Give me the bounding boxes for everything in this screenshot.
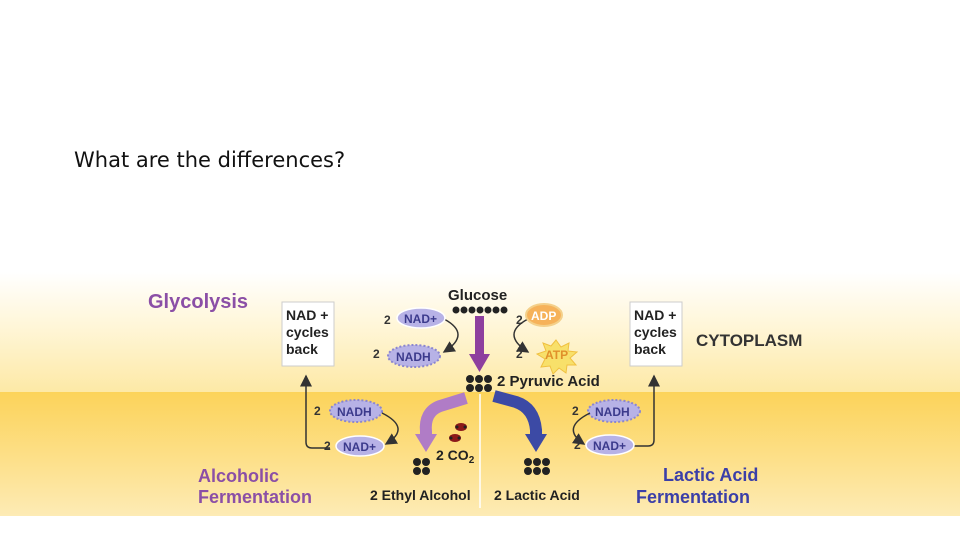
alcoholic-title-line1: Alcoholic: [198, 466, 279, 486]
lactic-acid-molecule-icon: [524, 458, 550, 475]
alcoholic-path-arrow-icon: [419, 392, 468, 436]
coef-nadh-left: 2: [314, 404, 321, 418]
glucose-molecule-icon: [452, 306, 508, 314]
pyruvate-molecule-icon: [466, 375, 492, 392]
nad-plus-badge-left: [335, 435, 385, 457]
nadh-left-label: NADH: [337, 405, 372, 419]
alcoholic-title-line2: Fermentation: [198, 487, 312, 507]
co2-text: 2 CO: [436, 447, 469, 463]
nadh-right-label: NADH: [595, 405, 630, 419]
glycolysis-arrow-icon: [469, 316, 490, 372]
adp-label: ADP: [531, 309, 556, 323]
co2-label: 2 CO2: [436, 447, 475, 466]
coef-nad-right: 2: [574, 438, 581, 452]
coef-nadh-top: 2: [373, 347, 380, 361]
nad-plus-left-label: NAD+: [343, 440, 376, 454]
alcoholic-arrowhead-icon: [415, 434, 437, 452]
nadh-starburst-top: [387, 344, 441, 368]
coef-atp: 2: [516, 347, 523, 361]
recycle-left-line1: NAD +: [286, 307, 328, 323]
adp-badge: [525, 303, 563, 327]
atp-starburst-icon: [535, 339, 579, 375]
glucose-label: Glucose: [448, 287, 507, 304]
coef-nad-left: 2: [324, 439, 331, 453]
lactic-acid-label: 2 Lactic Acid: [494, 487, 580, 503]
cytoplasm-label: CYTOPLASM: [696, 331, 802, 350]
coef-adp: 2: [516, 313, 523, 327]
nadh-starburst-right: [587, 399, 641, 423]
nad-plus-badge-top: [396, 307, 446, 329]
recycle-left-line3: back: [286, 341, 318, 357]
lactic-title-line2: Fermentation: [636, 487, 750, 507]
coef-nadh-right: 2: [572, 404, 579, 418]
atp-label: ATP: [545, 348, 568, 362]
lactic-path-arrow-icon: [492, 390, 542, 436]
pyruvic-acid-label: 2 Pyruvic Acid: [497, 373, 600, 390]
nadh-oxidation-left-arrow-icon: [381, 412, 399, 445]
nad-plus-right-label: NAD+: [593, 439, 626, 453]
right-cycle-back-arrow-icon: [634, 374, 660, 447]
co2-molecule-icon: [449, 423, 467, 442]
coef-nad-top: 2: [384, 313, 391, 327]
nad-recycle-box-left: [281, 301, 335, 367]
co2-subscript: 2: [469, 455, 475, 466]
recycle-right-line3: back: [634, 341, 666, 357]
nad-recycle-box-right: [629, 301, 683, 367]
atp-synthesis-arrow-icon: [513, 318, 530, 353]
nadh-top-label: NADH: [396, 350, 431, 364]
lactic-arrowhead-icon: [525, 434, 547, 452]
nadh-oxidation-right-arrow-icon: [571, 412, 591, 445]
left-cycle-back-arrow-icon: [300, 374, 330, 449]
nad-reduction-arrow-icon: [442, 318, 459, 353]
nad-plus-top-label: NAD+: [404, 312, 437, 326]
ethyl-alcohol-label: 2 Ethyl Alcohol: [370, 487, 471, 503]
recycle-left-line2: cycles: [286, 324, 329, 340]
recycle-right-line2: cycles: [634, 324, 677, 340]
fermentation-diagram: Glycolysis CYTOPLASM Glucose 2 NAD+ 2 NA…: [0, 272, 960, 516]
diagram-svg: Glycolysis CYTOPLASM Glucose 2 NAD+ 2 NA…: [148, 287, 802, 508]
nadh-starburst-left: [329, 399, 383, 423]
ethyl-alcohol-molecule-icon: [413, 458, 430, 475]
lactic-title-line1: Lactic Acid: [663, 465, 758, 485]
recycle-right-line1: NAD +: [634, 307, 676, 323]
glycolysis-title: Glycolysis: [148, 291, 248, 313]
nad-plus-badge-right: [585, 434, 635, 456]
slide-question: What are the differences?: [74, 148, 346, 172]
